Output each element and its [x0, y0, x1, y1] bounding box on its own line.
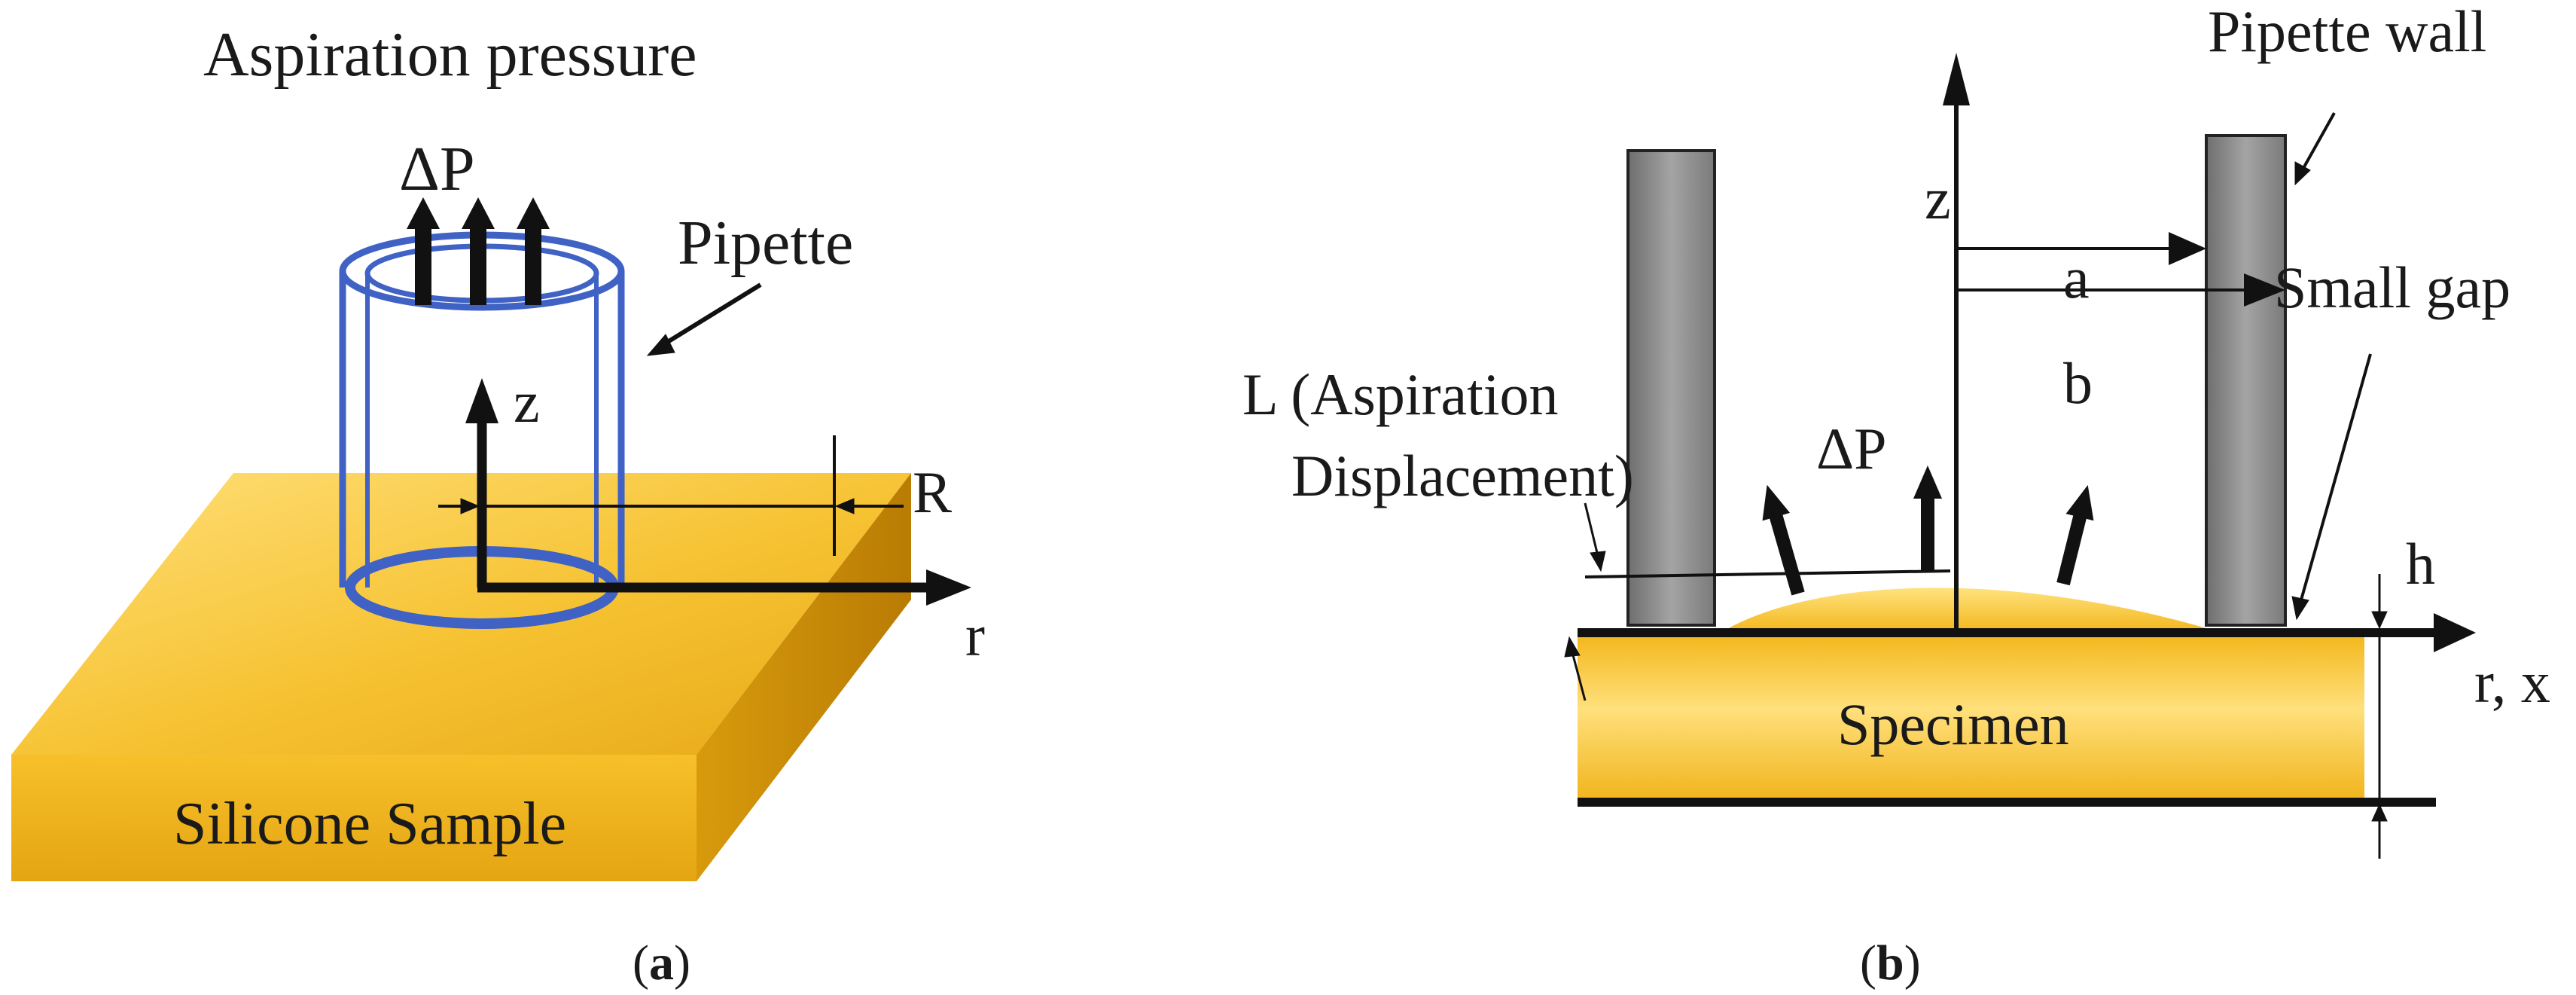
aspirated-bulge	[1721, 588, 2221, 633]
pipette-wall-right	[2205, 134, 2287, 627]
dimension-a-arrow	[1956, 232, 2206, 265]
r-x-axis-arrowhead	[2434, 613, 2476, 652]
sample-top-face	[11, 473, 911, 755]
caption-b: (b)	[1860, 935, 1921, 990]
z-axis-b-arrowhead	[1943, 53, 1970, 105]
silicone-sample-label: Silicone Sample	[173, 791, 566, 857]
pipette-wall-pointer	[2294, 112, 2336, 186]
delta-p-arrows-b	[1762, 465, 2094, 596]
b-dimension-label: b	[2063, 350, 2093, 416]
pipette-wall-label: Pipette wall	[2208, 0, 2486, 64]
delta-p-label-a: ΔP	[399, 134, 475, 204]
aspiration-pressure-arrows	[407, 197, 550, 305]
specimen-label: Specimen	[1837, 691, 2069, 757]
panel-a: Aspiration pressure ΔP Pipette z R r Sil…	[11, 20, 985, 990]
radius-dimension	[438, 435, 904, 556]
small-gap-label: Small gap	[2274, 255, 2510, 320]
z-axis-arrowhead	[465, 378, 498, 423]
dimension-b-arrow	[1956, 273, 2285, 307]
specimen-slab	[1578, 633, 2364, 802]
sample-front-face	[11, 755, 697, 881]
caption-a: (a)	[633, 935, 690, 990]
silicone-sample-block	[11, 473, 911, 881]
pipette-pointer-arrow	[646, 282, 762, 356]
z-axis-label-a: z	[514, 369, 540, 435]
aspiration-displacement-label-line2: Displacement)	[1291, 443, 1634, 508]
sample-side-face	[697, 473, 911, 881]
small-gap-pointer	[2291, 353, 2372, 621]
h-label: h	[2406, 531, 2435, 597]
r-axis-arrowhead	[926, 569, 971, 606]
delta-p-label-b: ΔP	[1816, 416, 1887, 481]
aspiration-displacement-indicator	[1564, 502, 1951, 701]
h-thickness-dimension	[2371, 574, 2388, 859]
pipette-label: Pipette	[678, 208, 853, 278]
r-x-axis-label: r, x	[2474, 649, 2550, 715]
aspiration-pressure-label: Aspiration pressure	[203, 20, 697, 90]
r-axis-label-a: r	[965, 603, 985, 668]
a-dimension-label: a	[2063, 245, 2090, 310]
aspiration-displacement-label-line1: L (Aspiration	[1242, 362, 1559, 427]
panel-b: Pipette wall z a b Small gap L (Aspirati…	[1242, 0, 2550, 990]
pipette-wall-left	[1626, 149, 1716, 627]
z-axis-label-b: z	[1925, 166, 1951, 231]
radius-label: R	[913, 459, 952, 525]
